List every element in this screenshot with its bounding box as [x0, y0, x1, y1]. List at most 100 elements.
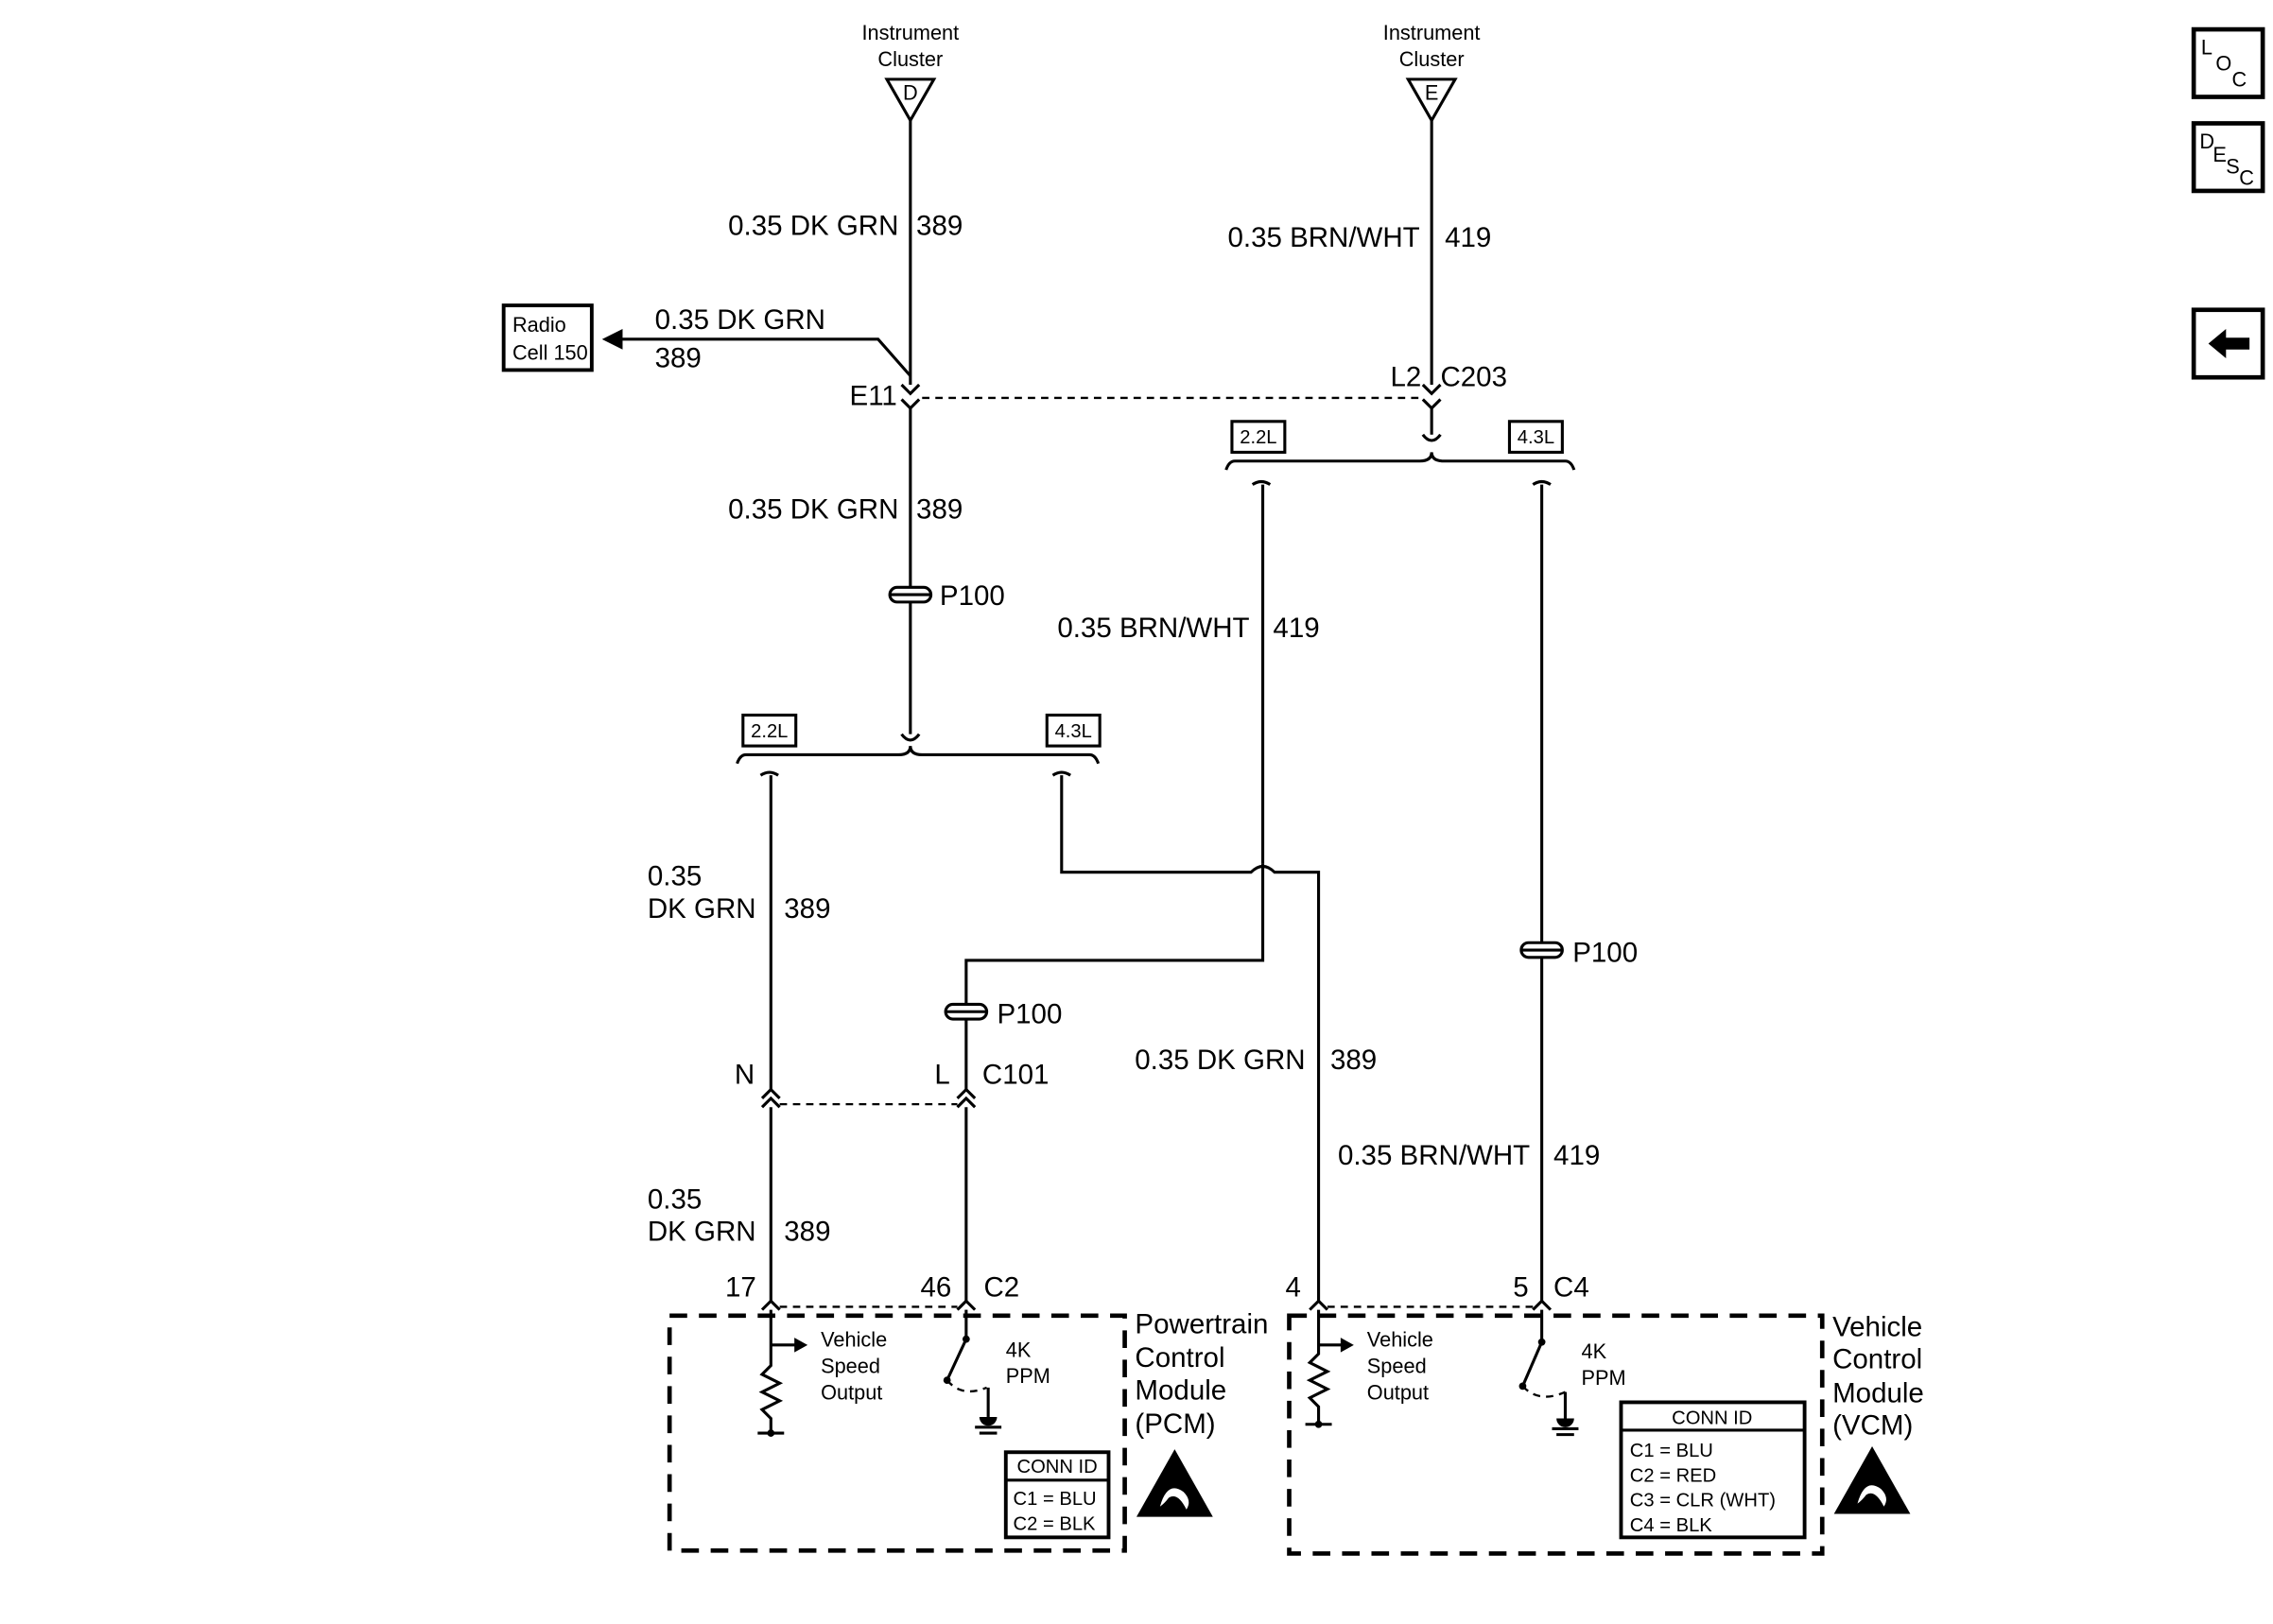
- wire-419-2-2l: 0.35 BRN/WHT 419 P100: [944, 484, 1320, 1090]
- pcm-conn-id-title: CONN ID: [1017, 1457, 1098, 1477]
- c101-pin-n: N: [735, 1059, 755, 1090]
- cluster-d-title-line1: Instrument: [862, 21, 960, 44]
- radio-cell-box[interactable]: [501, 303, 594, 372]
- pcm-pin-17-symbol: [760, 1299, 781, 1311]
- wire-389-mid-circuit: 389: [916, 493, 963, 525]
- option-upper-4-3l: 4.3L: [1518, 427, 1554, 448]
- vcm-ppm-switch-blade: [1521, 1341, 1544, 1387]
- option-upper-2-2l: 2.2L: [1240, 427, 1276, 448]
- pcm-conn-id-table: [1003, 1450, 1111, 1540]
- vcm-boundary: [1287, 1313, 1825, 1556]
- pcm-esd-warning-icon: [1136, 1449, 1213, 1517]
- c101-pin-l: L: [934, 1059, 949, 1090]
- pcm-ppm-switch-blade: [946, 1338, 968, 1381]
- wire-389-left-lower-color: DK GRN: [648, 1217, 756, 1248]
- option-lower-4-3l: 4.3L: [1055, 721, 1092, 742]
- vcm-conn-id-row-3: C3 = CLR (WHT): [1630, 1491, 1776, 1512]
- wire-389-left-lower-gauge: 0.35: [648, 1183, 702, 1215]
- loc-letter-l: L: [2201, 35, 2212, 59]
- connector-e11-symbol: [900, 383, 921, 411]
- vcm-ppm-switch-arc: [1521, 1385, 1566, 1398]
- p100-left-label: P100: [940, 580, 1005, 612]
- loc-letter-o: O: [2215, 52, 2231, 76]
- wire-419-right-circuit: 419: [1553, 1140, 1600, 1171]
- desc-button[interactable]: D E S C: [2191, 121, 2265, 194]
- circuit-419-upper: 0.35 BRN/WHT 419 L2 C203: [1227, 120, 1507, 442]
- wire-419-2-2l-lower: [964, 881, 1265, 1005]
- wire-419-4-3l: P100 0.35 BRN/WHT 419: [1338, 484, 1638, 1302]
- connector-e11-label: E11: [850, 381, 897, 412]
- wire-389-top-circuit: 389: [916, 211, 963, 242]
- wire-419-mid-gauge: 0.35 BRN/WHT: [1057, 613, 1249, 644]
- wire-389-left-lower-circuit: 389: [784, 1217, 830, 1248]
- vcm-vss-resistor: [1306, 1309, 1331, 1425]
- option-upper-bracket: [1224, 452, 1576, 471]
- cluster-d-title-line2: Cluster: [877, 47, 943, 71]
- wire-389-left-upper-circuit: 389: [784, 893, 830, 924]
- radio-branch-circuit: 389: [655, 342, 702, 373]
- option-lower-4-3l-box: [1045, 713, 1102, 748]
- arrow-to-radio-icon: [601, 328, 623, 350]
- option-upper-left-tail: [1251, 479, 1272, 486]
- p100-right-label: P100: [1572, 937, 1638, 968]
- wire-389-top-gauge: 0.35 DK GRN: [728, 211, 898, 242]
- loc-letter-c: C: [2232, 68, 2247, 92]
- back-button[interactable]: [2191, 307, 2265, 380]
- p100-mid-label: P100: [997, 999, 1062, 1030]
- option-upper-2-2l-box: [1230, 420, 1287, 454]
- vcm-pin-5-symbol: [1532, 1299, 1553, 1311]
- pcm-pin-46: 46: [921, 1272, 952, 1304]
- vcm-name-line2: Control: [1832, 1344, 1922, 1375]
- option-lower-bracket: [736, 745, 1101, 765]
- wire-419-mid-circuit: 419: [1273, 613, 1319, 644]
- option-bar-lower: 2.2L 4.3L: [736, 713, 1102, 777]
- vcm-esd-warning-icon: [1833, 1446, 1911, 1514]
- instrument-cluster-connector-d: Instrument Cluster D: [862, 21, 960, 124]
- cluster-e-pin-triangle: [1405, 78, 1458, 124]
- option-bar-upper: 2.2L 4.3L: [1224, 420, 1576, 486]
- wire-389-radio-branch: [616, 337, 912, 377]
- vcm-conn-id-row-2: C2 = RED: [1630, 1465, 1716, 1486]
- wire-389-mid-gauge: 0.35 DK GRN: [728, 493, 898, 525]
- pcm-name-line2: Control: [1135, 1342, 1224, 1373]
- wire-389-4-3l: 0.35 DK GRN 389: [1060, 775, 1377, 1302]
- pcm-pin-17: 17: [725, 1272, 756, 1304]
- radio-line2: Cell 150: [512, 341, 588, 365]
- p100-right-passthrough: P100: [1519, 937, 1638, 968]
- vcm-conn-id-row-1: C1 = BLU: [1630, 1441, 1713, 1461]
- cluster-d-pin-triangle: [884, 78, 937, 124]
- pcm-ppm-ground-icon: [979, 1416, 998, 1426]
- pcm-ppm-switch-arc: [946, 1379, 988, 1393]
- vcm-ppm-line2: PPM: [1582, 1366, 1626, 1390]
- pcm-name-line1: Powertrain: [1135, 1308, 1268, 1339]
- vcm-vss-line2: Speed: [1367, 1354, 1427, 1377]
- vcm-ppm-ground-icon: [1556, 1418, 1574, 1427]
- vcm-module: 4 5 C4 Vehicle Speed Output 4K PPM CONN …: [1286, 1272, 1924, 1556]
- radio-branch-gauge: 0.35 DK GRN: [655, 304, 825, 336]
- desc-letter-c: C: [2239, 166, 2254, 190]
- pcm-ppm-line1: 4K: [1006, 1338, 1032, 1361]
- cluster-e-title-line2: Cluster: [1399, 47, 1465, 71]
- vcm-connector-c4: C4: [1553, 1272, 1589, 1304]
- vcm-pin-4-symbol: [1309, 1299, 1328, 1311]
- c101-pin-n-symbol: [760, 1087, 781, 1109]
- pcm-vss-line3: Output: [821, 1380, 882, 1404]
- option-upper-right-tail: [1532, 479, 1552, 486]
- circuit-389-upper: 0.35 DK GRN 389 0.35 DK GRN 389 Radio Ce…: [501, 120, 1422, 742]
- connector-c203-symbol: [1421, 383, 1442, 411]
- pcm-name-line4: (PCM): [1135, 1408, 1215, 1440]
- connector-c203-pin: L2: [1390, 362, 1421, 393]
- pcm-vss-line1: Vehicle: [821, 1327, 887, 1351]
- wire-389-2-2l: 0.35 DK GRN 389: [648, 775, 831, 1090]
- wire-389-center-gauge: 0.35 DK GRN: [1135, 1045, 1305, 1076]
- connector-c203-label: C203: [1440, 362, 1507, 393]
- pcm-vss-line2: Speed: [821, 1354, 880, 1377]
- pcm-module: 17 46 C2 Vehicle Speed Output 4K PPM CON…: [667, 1272, 1268, 1553]
- cluster-e-title-line1: Instrument: [1383, 21, 1481, 44]
- vcm-ppm-line1: 4K: [1582, 1339, 1607, 1363]
- pcm-conn-id-row-2: C2 = BLK: [1014, 1514, 1096, 1535]
- desc-letter-e: E: [2212, 143, 2226, 166]
- pcm-connector-c2: C2: [983, 1272, 1019, 1304]
- loc-button[interactable]: L O C: [2191, 26, 2265, 99]
- vcm-name-line4: (VCM): [1832, 1410, 1913, 1442]
